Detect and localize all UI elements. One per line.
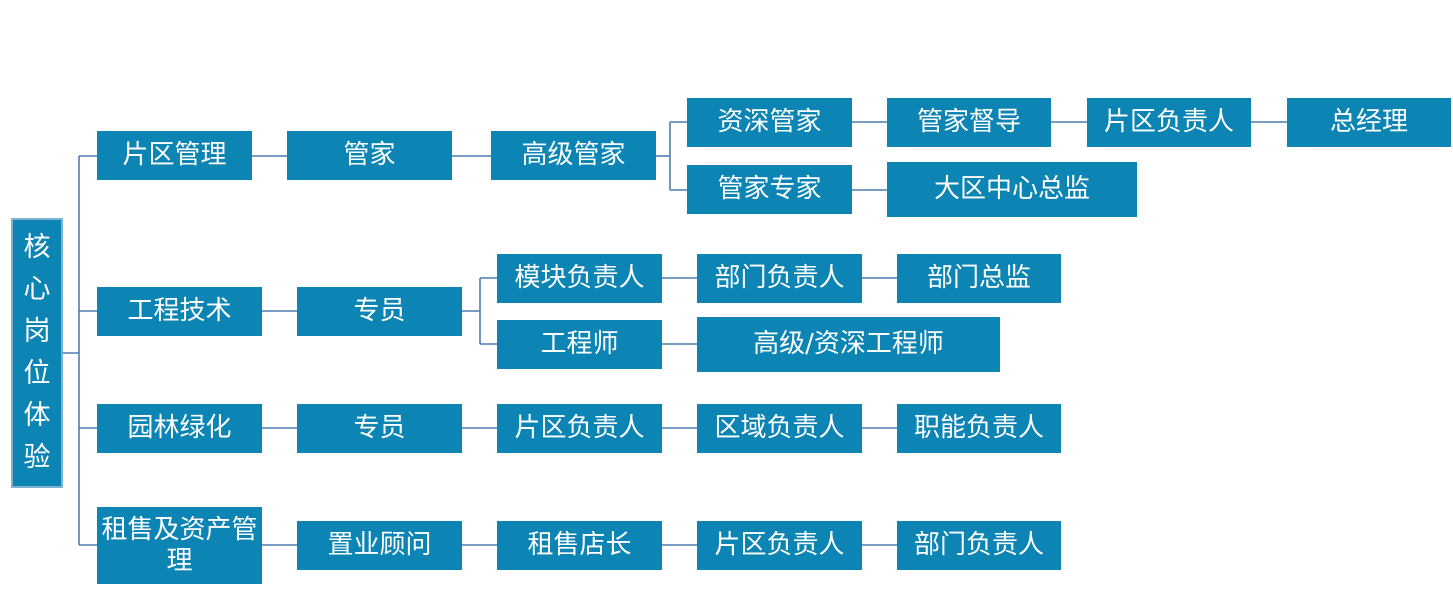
chart-node: 部门负责人	[697, 254, 862, 303]
chart-node: 大区中心总监	[887, 162, 1137, 217]
chart-node: 部门负责人	[897, 521, 1061, 570]
root-char: 验	[23, 442, 51, 473]
chart-node: 置业顾问	[297, 521, 462, 570]
steward-node: 管家	[287, 131, 452, 180]
chart-node: 管家专家	[687, 165, 852, 214]
chart-node: 总经理	[1287, 98, 1451, 147]
root-char: 位	[23, 358, 51, 389]
chart-node: 高级/资深工程师	[697, 317, 1000, 372]
chart-node: 租售店长	[497, 521, 662, 570]
root-char: 核	[23, 232, 51, 263]
chart-node: 职能负责人	[897, 404, 1061, 453]
root-char: 岗	[23, 316, 51, 347]
chart-node: 片区负责人	[497, 404, 662, 453]
category-node-district-management: 片区管理	[97, 131, 252, 180]
category-node-landscaping: 园林绿化	[97, 404, 262, 453]
chart-node: 片区负责人	[697, 521, 862, 570]
category-node-engineering: 工程技术	[97, 287, 262, 336]
category-node-leasing-asset-management: 租售及资产管理	[97, 507, 262, 584]
chart-node: 模块负责人	[497, 254, 662, 303]
chart-node: 资深管家	[687, 98, 852, 147]
chart-node: 管家督导	[887, 98, 1051, 147]
root-char: 体	[23, 400, 51, 431]
root-node: 核 心 岗 位 体 验	[11, 218, 63, 488]
root-char: 心	[23, 274, 51, 305]
chart-node: 片区负责人	[1087, 98, 1251, 147]
chart-node: 部门总监	[897, 254, 1061, 303]
chart-node: 区域负责人	[697, 404, 862, 453]
senior-steward-node: 高级管家	[491, 131, 656, 180]
chart-node: 工程师	[497, 320, 662, 369]
chart-node: 专员	[297, 404, 462, 453]
chart-node: 专员	[297, 287, 462, 336]
